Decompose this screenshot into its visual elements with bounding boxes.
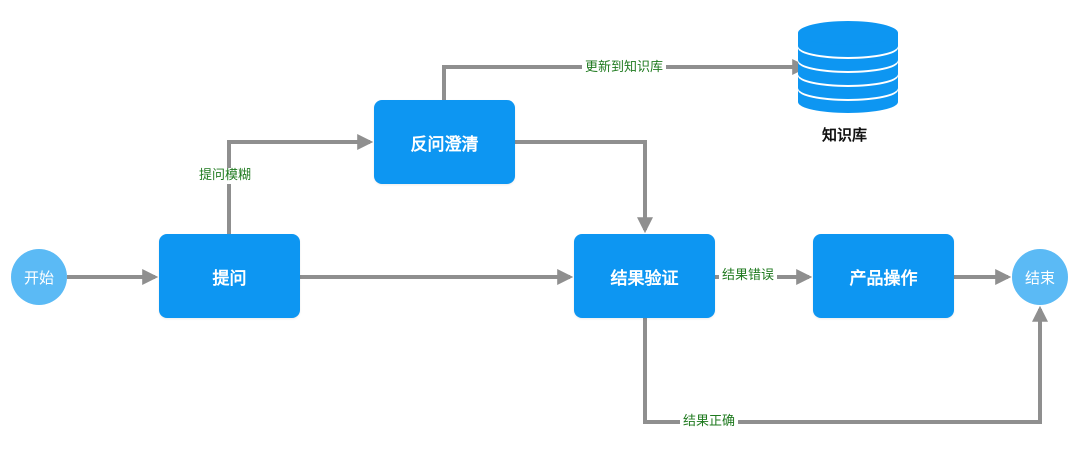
clarify-node: 反问澄清 bbox=[374, 100, 515, 184]
arrow-clarify-to-verify bbox=[515, 140, 653, 234]
arrow-ask-to-clarify bbox=[227, 134, 374, 234]
database-icon bbox=[798, 21, 898, 113]
ask-node: 提问 bbox=[159, 234, 300, 318]
edge-label-vague: 提问模糊 bbox=[196, 168, 255, 184]
knowledge-base-label: 知识库 bbox=[822, 126, 868, 144]
end-node: 结束 bbox=[1012, 249, 1068, 305]
operate-node: 产品操作 bbox=[813, 234, 954, 318]
verify-node: 结果验证 bbox=[574, 234, 715, 318]
arrow-clarify-to-kb bbox=[442, 59, 809, 100]
start-node: 开始 bbox=[11, 249, 67, 305]
edge-label-correct: 结果正确 bbox=[680, 414, 739, 430]
edge-label-update-kb: 更新到知识库 bbox=[582, 60, 667, 76]
arrow-verify-to-end bbox=[643, 305, 1048, 424]
edge-label-wrong: 结果错误 bbox=[719, 268, 778, 284]
